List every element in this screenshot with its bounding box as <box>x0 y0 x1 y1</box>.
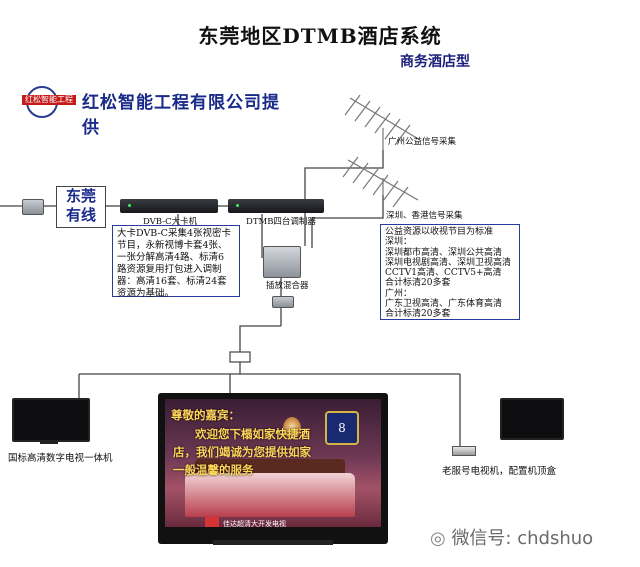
note-line: 一张分解高清4路、标清6 <box>117 252 225 263</box>
cable-provider-label: 东莞 有线 <box>56 186 106 228</box>
note-line: 广东卫视高清、广东体育高清 <box>385 299 503 310</box>
line-amplifier <box>272 296 294 308</box>
cable-amplifier <box>22 199 44 215</box>
note-line: 合计标清20多套 <box>385 278 451 289</box>
page-subtitle: 商务酒店型 <box>400 54 470 70</box>
note-line: 节目，永新视博卡套4张、 <box>117 240 228 251</box>
mixer-device <box>263 246 301 278</box>
note-line: 深圳： <box>385 237 413 248</box>
note-line: 资源为基础。 <box>117 288 175 299</box>
watermark-text: 微信号: chdshuo <box>451 528 594 549</box>
note-line: 深圳都市高清、深圳公共高清 <box>385 247 503 258</box>
hotel-badge-icon: 8 <box>325 411 359 445</box>
note-line: 大卡DVB-C采集4张视密卡 <box>117 228 231 239</box>
note-line: 器：高清16套、标清24套 <box>117 276 227 287</box>
antenna-shenzhen-label: 深圳、香港信号采集 <box>386 211 463 221</box>
welcome-line-1: 尊敬的嘉宾： <box>171 408 240 422</box>
dtmb-modulator-device <box>228 199 324 213</box>
welcome-line-2: 欢迎您下榻如家快捷酒 <box>195 427 310 441</box>
wechat-icon: ◎ <box>430 528 452 549</box>
company-logo-text: 红松智能工程 <box>22 95 76 105</box>
welcome-line-4: 一般温馨的服务 <box>173 463 254 477</box>
company-logo: 红松智能工程 <box>20 84 78 118</box>
bed-image <box>185 473 355 517</box>
hotel-tv-screen: 8 尊敬的嘉宾： 欢迎您下榻如家快捷酒 店，我们竭诚为您提供如家 一般温馨的服务… <box>165 399 381 527</box>
right-tv-label: 老服号电视机，配置机顶盒 <box>442 466 557 477</box>
antenna-guangzhou-label: 广州公益信号采集 <box>388 137 457 147</box>
welcome-line-3: 店，我们竭诚为您提供如家 <box>173 445 311 459</box>
page-title: 东莞地区DTMB酒店系统 <box>198 24 442 48</box>
dvbc-card-device <box>120 199 218 213</box>
left-tv-stand <box>40 440 58 444</box>
right-tv-icon <box>500 398 564 440</box>
watermark: ◎ 微信号: chdshuo <box>430 524 593 550</box>
note-line: 公益资源以收视节目为标准 <box>385 227 494 237</box>
dvbc-resource-note: 大卡DVB-C采集4张视密卡 节目，永新视博卡套4张、 一张分解高清4路、标清6… <box>112 225 240 299</box>
antenna-guangzhou-icon <box>344 94 421 150</box>
cable-provider-line1: 东莞 <box>65 187 96 205</box>
dtmb-modulator-label: DTMB四台调制器 <box>246 217 316 227</box>
antenna-shenzhen-icon <box>342 156 419 208</box>
public-resource-note: 公益资源以收视节目为标准 深圳： 深圳都市高清、深圳公共高清 深圳电视剧高清、深… <box>380 224 520 320</box>
company-header: 红松智能工程 红松智能工程有限公司提供 <box>20 84 285 138</box>
note-line: 广州： <box>385 288 413 299</box>
set-top-box-icon <box>452 446 476 456</box>
left-tv-label: 国标高清数字电视一体机 <box>8 453 113 464</box>
tv-caption: 佳达超清大开发电视 <box>223 520 286 527</box>
mixer-label: 插放混合器 <box>266 281 309 291</box>
dvbc-card-label: DVB-C大卡机 <box>143 217 198 227</box>
note-line: 路资源复用打包进入调制 <box>117 264 222 275</box>
headboard <box>195 459 345 477</box>
lamp-icon <box>283 417 301 439</box>
tv-brand-logo <box>205 517 219 527</box>
company-name: 红松智能工程有限公司提供 <box>82 93 280 138</box>
note-line: 深圳电视剧高清、深圳卫视高清 <box>385 257 512 268</box>
cable-provider-line2: 有线 <box>65 206 96 224</box>
left-tv-icon <box>12 398 90 442</box>
hotel-tv: 8 尊敬的嘉宾： 欢迎您下榻如家快捷酒 店，我们竭诚为您提供如家 一般温馨的服务… <box>158 393 388 544</box>
note-line: CCTV1高清、CCTV5+高清 <box>385 268 502 279</box>
hotel-tv-stand <box>213 540 333 545</box>
note-line: 合计标清20多套 <box>385 309 451 320</box>
